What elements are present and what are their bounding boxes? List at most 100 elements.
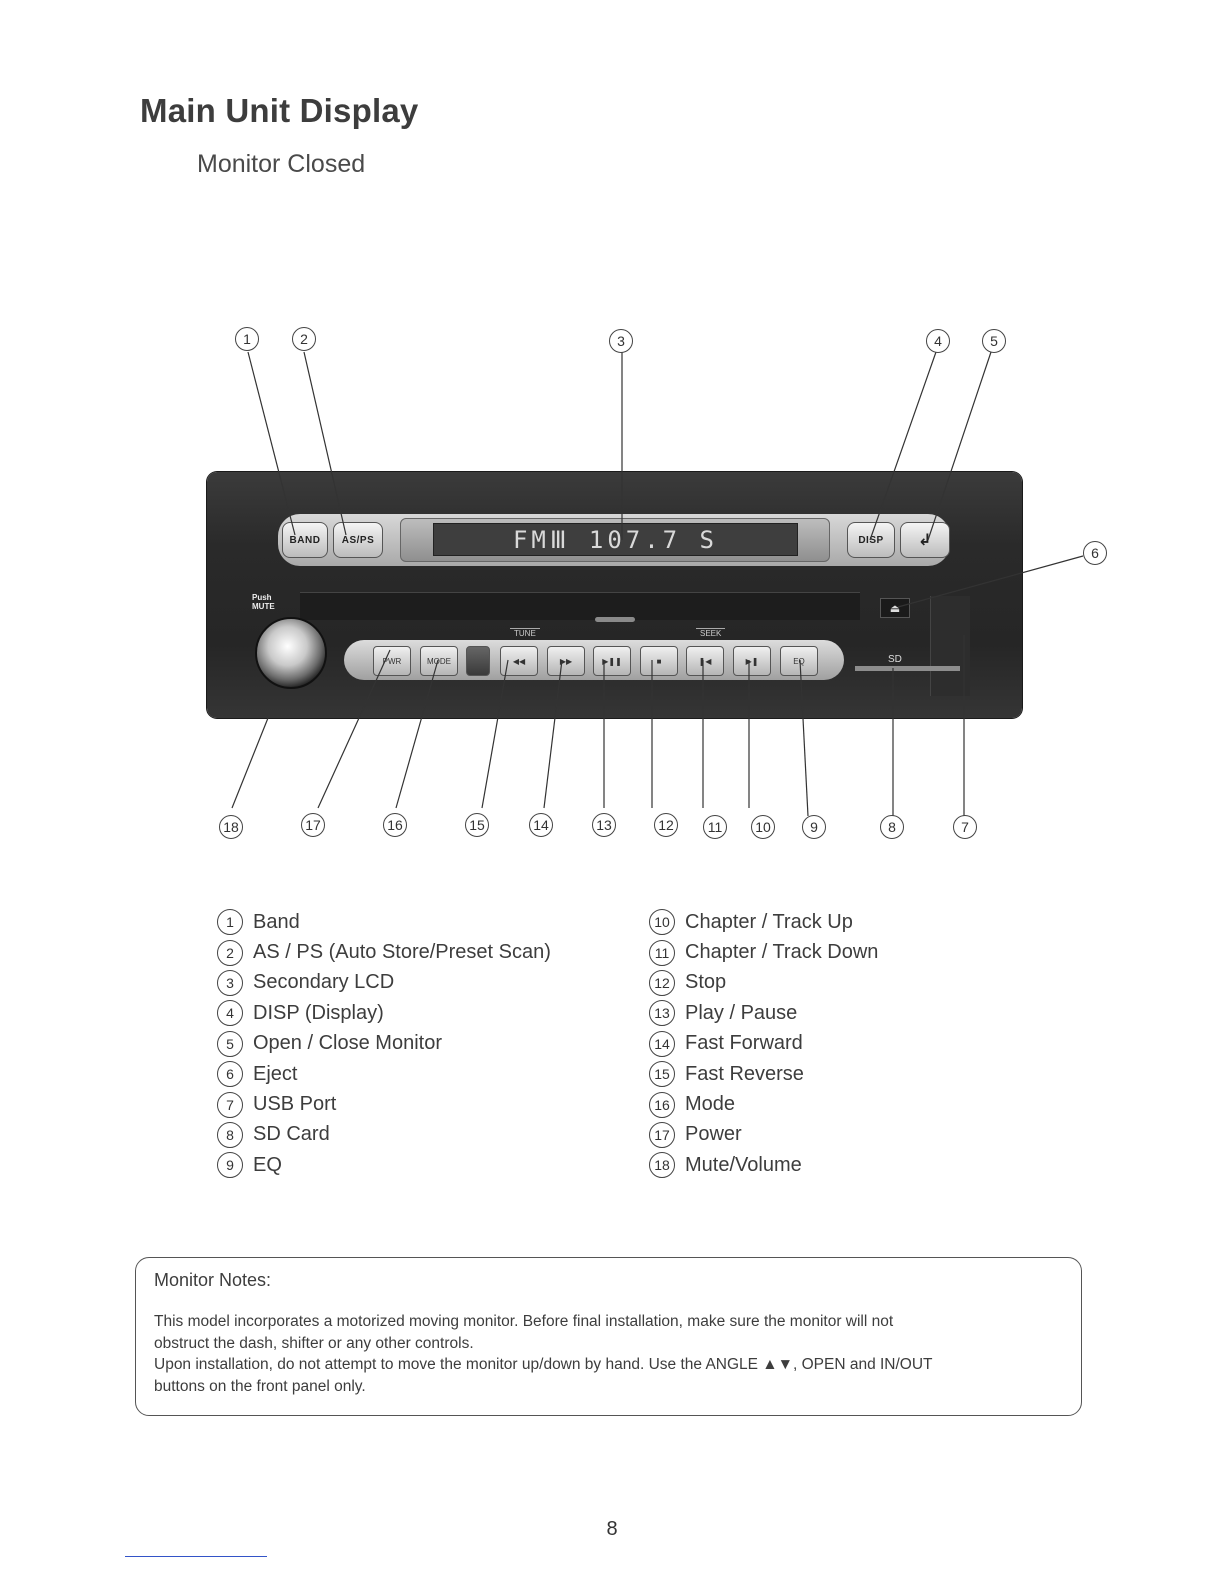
legend-label: Secondary LCD <box>253 971 395 994</box>
legend-label: EQ <box>253 1153 282 1176</box>
legend-number: 15 <box>649 1061 675 1088</box>
callout-10: 10 <box>751 815 775 839</box>
legend-item: 2 AS / PS (Auto Store/Preset Scan) <box>217 937 551 967</box>
legend-label: DISP (Display) <box>253 1001 384 1024</box>
disp-button: DISP <box>847 522 895 558</box>
legend-number: 3 <box>217 969 243 996</box>
footer-rule <box>125 1556 267 1557</box>
mode-button: MODE <box>420 646 458 676</box>
leader-4 <box>869 351 937 541</box>
legend-label: Play / Pause <box>685 1001 798 1024</box>
legend-item: 10 Chapter / Track Up <box>649 907 878 937</box>
seek-label: SEEK <box>696 628 726 638</box>
callout-11: 11 <box>703 815 727 839</box>
eject-icon: ⏏ <box>880 598 910 618</box>
legend-item: 15 Fast Reverse <box>649 1059 878 1089</box>
disc-slot <box>300 592 860 620</box>
legend-item: 1 Band <box>217 907 551 937</box>
callout-16: 16 <box>383 813 407 837</box>
callout-2: 2 <box>292 327 316 351</box>
legend-item: 16 Mode <box>649 1089 878 1119</box>
legend-number: 2 <box>217 939 243 966</box>
notes-line: Upon installation, do not attempt to mov… <box>154 1356 933 1373</box>
legend-right-column: 10 Chapter / Track Up 11 Chapter / Track D… <box>649 907 878 1181</box>
legend-number: 7 <box>217 1091 243 1118</box>
legend-number: 16 <box>649 1091 675 1118</box>
legend-item: 4 DISP (Display) <box>217 998 551 1028</box>
legend-number: 4 <box>217 1000 243 1027</box>
leader-17 <box>317 649 391 809</box>
leader-16 <box>395 659 439 809</box>
legend-number: 18 <box>649 1152 675 1179</box>
legend-label: Band <box>253 910 300 933</box>
notes-title: Monitor Notes: <box>154 1270 272 1290</box>
disc-slot-notch <box>595 617 635 622</box>
track-down-button: ❚◀ <box>686 646 724 676</box>
usb-port <box>930 596 970 696</box>
callout-6: 6 <box>1083 541 1107 565</box>
legend-label: Fast Forward <box>685 1032 803 1055</box>
callout-17: 17 <box>301 813 325 837</box>
page-title: Main Unit Display <box>140 92 419 129</box>
page-subtitle: Monitor Closed <box>197 150 366 178</box>
callout-12: 12 <box>654 813 678 837</box>
open-close-button: ↲ <box>900 522 950 558</box>
leader-2 <box>303 351 347 536</box>
legend-item: 3 Secondary LCD <box>217 968 551 998</box>
callout-8: 8 <box>880 815 904 839</box>
page-number: 8 <box>606 1518 618 1540</box>
legend-number: 12 <box>649 969 675 996</box>
play-pause-button: ▶❚❚ <box>593 646 631 676</box>
legend-label: Mode <box>685 1093 736 1116</box>
sd-label: SD <box>888 654 902 665</box>
callout-15: 15 <box>465 813 489 837</box>
leader-18 <box>231 717 269 809</box>
legend-label: Chapter / Track Down <box>685 941 879 964</box>
legend-item: 9 EQ <box>217 1150 551 1180</box>
legend-label: USB Port <box>253 1093 337 1116</box>
legend-item: 5 Open / Close Monitor <box>217 1029 551 1059</box>
callout-3: 3 <box>609 329 633 353</box>
mute-label: MUTE <box>252 602 275 611</box>
leader-5 <box>927 351 992 541</box>
legend-label: Chapter / Track Up <box>685 910 853 933</box>
legend-label: Power <box>685 1123 742 1146</box>
callout-1: 1 <box>235 327 259 351</box>
fast-forward-button: ▶▶ <box>547 646 585 676</box>
asps-button: AS/PS <box>333 522 383 558</box>
leader-9 <box>799 659 809 817</box>
legend-label: Fast Reverse <box>685 1062 804 1085</box>
volume-knob <box>255 617 327 689</box>
legend-label: AS / PS (Auto Store/Preset Scan) <box>253 941 551 964</box>
legend-number: 9 <box>217 1152 243 1179</box>
legend-item: 11 Chapter / Track Down <box>649 937 878 967</box>
eq-button: EQ <box>780 646 818 676</box>
legend-number: 11 <box>649 939 675 966</box>
monitor-notes-box: Monitor Notes: This model incorporates a… <box>135 1257 1082 1416</box>
pwr-button: PWR <box>373 646 411 676</box>
callout-9: 9 <box>802 815 826 839</box>
indicator-button <box>466 646 490 676</box>
legend-number: 10 <box>649 909 675 936</box>
notes-line: This model incorporates a motorized movi… <box>154 1313 894 1330</box>
legend-number: 1 <box>217 909 243 936</box>
notes-line: buttons on the front panel only. <box>154 1377 366 1395</box>
legend-number: 5 <box>217 1030 243 1057</box>
callout-5: 5 <box>982 329 1006 353</box>
push-label: Push <box>252 593 272 602</box>
push-mute-label: Push MUTE <box>252 593 275 611</box>
secondary-lcd: FMⅢ 107.7 S <box>433 523 798 556</box>
legend-label: SD Card <box>253 1123 330 1146</box>
leader-15 <box>481 659 509 809</box>
tune-label: TUNE <box>510 628 540 638</box>
leader-14 <box>543 659 563 809</box>
legend-label: Open / Close Monitor <box>253 1032 442 1055</box>
